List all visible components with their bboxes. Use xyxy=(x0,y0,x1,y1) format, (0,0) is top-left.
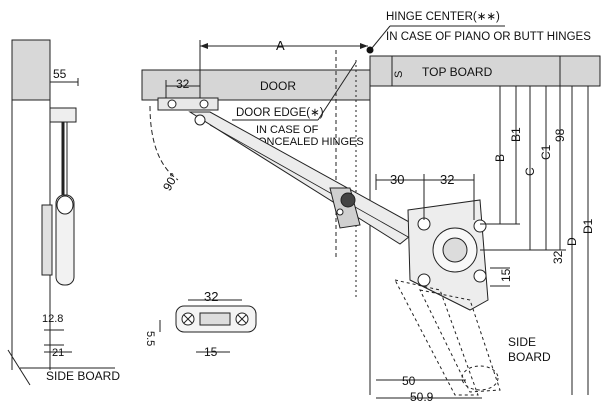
dim-32-right: 32 xyxy=(551,250,565,264)
dim-98: 98 xyxy=(553,128,567,142)
dim-12-8: 12.8 xyxy=(42,313,63,325)
door-edge-line3: CONCEALED HINGES xyxy=(250,136,364,148)
side-view-mount-plate xyxy=(41,204,53,276)
dim-32-top: 32 xyxy=(176,77,190,91)
hinge-center-dot xyxy=(366,46,374,54)
side-board-right-2: BOARD xyxy=(508,350,551,364)
hinge-center-line2: IN CASE OF PIANO OR BUTT HINGES xyxy=(386,31,591,43)
dim-a: A xyxy=(276,38,285,53)
top-board-label: TOP BOARD xyxy=(422,65,493,79)
dim-50-9: 50.9 xyxy=(410,390,434,403)
top-board xyxy=(369,55,601,87)
dim-15-bottom: 15 xyxy=(204,345,218,359)
dim-b1: B1 xyxy=(509,127,523,142)
dim-21: 21 xyxy=(52,347,64,359)
side-view-bracket xyxy=(49,107,77,123)
side-view-top-block xyxy=(11,39,51,101)
door-edge-line2: IN CASE OF xyxy=(256,124,319,136)
dim-32-mid: 32 xyxy=(440,172,454,187)
dim-c: C xyxy=(523,167,537,176)
door-panel xyxy=(141,69,371,101)
mounting-plate xyxy=(159,299,257,353)
dim-5-5: 5.5 xyxy=(144,331,156,346)
side-board-left-label: SIDE BOARD xyxy=(46,369,120,383)
dim-30: 30 xyxy=(390,172,404,187)
door-edge-line1: DOOR EDGE(∗) xyxy=(236,107,324,119)
angle-label: 90° xyxy=(160,170,181,193)
dim-b: B xyxy=(493,154,507,162)
dim-d: D xyxy=(565,237,579,246)
mechanism-body xyxy=(394,199,501,396)
dim-c1: C1 xyxy=(539,144,553,160)
dim-55: 55 xyxy=(53,67,67,81)
dim-15-right: 15 xyxy=(499,268,513,282)
dim-50: 50 xyxy=(402,374,416,388)
dim-s: S xyxy=(393,71,405,78)
door-label: DOOR xyxy=(260,79,296,93)
dim-32-bottom: 32 xyxy=(204,289,218,304)
side-view-body xyxy=(55,194,75,286)
hinge-center-line1: HINGE CENTER(∗∗) xyxy=(386,11,500,23)
dim-d1: D1 xyxy=(581,218,595,234)
side-view xyxy=(7,39,115,386)
stay-arm xyxy=(188,111,421,245)
side-board-right-1: SIDE xyxy=(508,335,536,349)
